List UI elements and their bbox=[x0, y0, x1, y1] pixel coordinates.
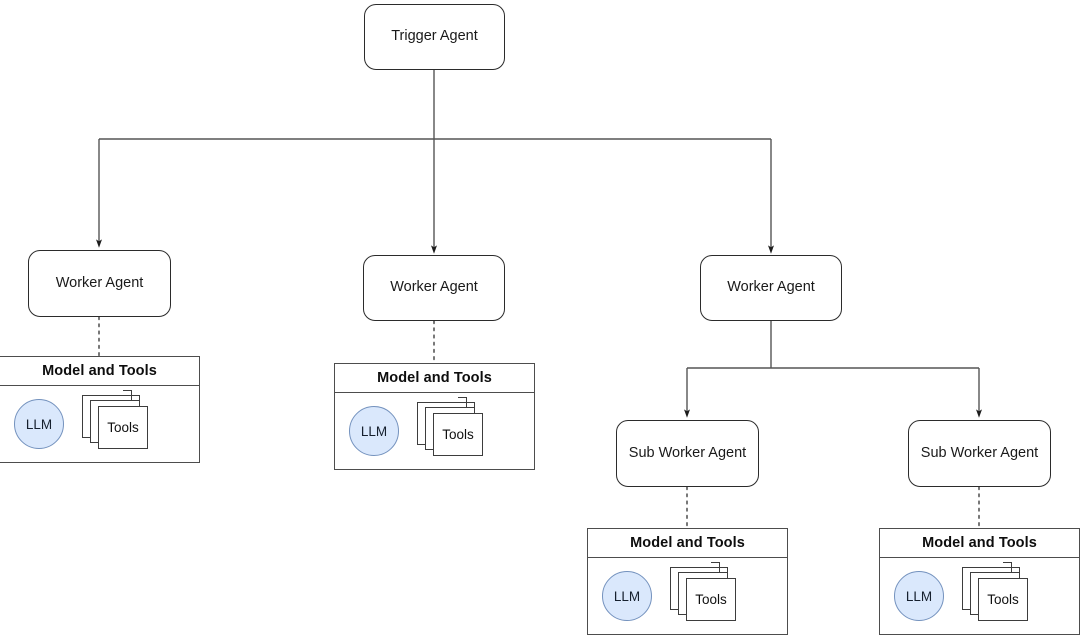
node-worker-agent-2[interactable]: Worker Agent bbox=[363, 255, 505, 321]
llm-label-1: LLM bbox=[25, 416, 53, 432]
llm-label-4: LLM bbox=[905, 588, 933, 604]
panel-3-body: LLM Tools bbox=[588, 558, 787, 634]
node-sub-worker-agent-1-label: Sub Worker Agent bbox=[628, 444, 747, 461]
node-worker-agent-3[interactable]: Worker Agent bbox=[700, 255, 842, 321]
tools-label-1: Tools bbox=[107, 420, 139, 435]
tools-label-4: Tools bbox=[987, 592, 1019, 607]
node-worker-agent-2-label: Worker Agent bbox=[390, 279, 478, 296]
llm-circle-4: LLM bbox=[894, 571, 944, 621]
panel-model-and-tools-1: Model and Tools LLM Tools bbox=[0, 356, 200, 463]
tools-stack-icon-3: Tools bbox=[670, 562, 742, 625]
panel-1-body: LLM Tools bbox=[0, 386, 199, 462]
node-worker-agent-3-label: Worker Agent bbox=[727, 279, 815, 296]
node-trigger-agent-label: Trigger Agent bbox=[391, 28, 478, 45]
llm-label-3: LLM bbox=[613, 588, 641, 604]
tools-stack-icon-2: Tools bbox=[417, 397, 489, 460]
node-sub-worker-agent-2[interactable]: Sub Worker Agent bbox=[908, 420, 1051, 487]
tools-tab-icon bbox=[711, 562, 720, 571]
panel-model-and-tools-3: Model and Tools LLM Tools bbox=[587, 528, 788, 635]
tools-stack-icon-4: Tools bbox=[962, 562, 1034, 625]
tools-card-front-icon bbox=[978, 578, 1028, 621]
tools-tab-icon bbox=[466, 402, 475, 411]
tools-tab-icon bbox=[458, 397, 467, 406]
llm-circle-2: LLM bbox=[349, 406, 399, 456]
node-sub-worker-agent-2-label: Sub Worker Agent bbox=[920, 444, 1039, 461]
panel-model-and-tools-2: Model and Tools LLM Tools bbox=[334, 363, 535, 470]
llm-circle-1: LLM bbox=[14, 399, 64, 449]
tools-card-front-icon bbox=[98, 406, 148, 449]
panel-3-header: Model and Tools bbox=[588, 529, 787, 558]
node-sub-worker-agent-1[interactable]: Sub Worker Agent bbox=[616, 420, 759, 487]
panel-model-and-tools-4: Model and Tools LLM Tools bbox=[879, 528, 1080, 635]
tools-tab-icon bbox=[131, 395, 140, 404]
node-worker-agent-1[interactable]: Worker Agent bbox=[28, 250, 171, 317]
tools-stack-icon-1: Tools bbox=[82, 390, 154, 453]
tools-tab-icon bbox=[719, 567, 728, 576]
tools-tab-icon bbox=[123, 390, 132, 399]
node-trigger-agent[interactable]: Trigger Agent bbox=[364, 4, 505, 70]
panel-1-header: Model and Tools bbox=[0, 357, 199, 386]
llm-circle-3: LLM bbox=[602, 571, 652, 621]
panel-4-header: Model and Tools bbox=[880, 529, 1079, 558]
panel-2-header: Model and Tools bbox=[335, 364, 534, 393]
panel-2-body: LLM Tools bbox=[335, 393, 534, 469]
tools-card-front-icon bbox=[686, 578, 736, 621]
tools-label-2: Tools bbox=[442, 427, 474, 442]
tools-tab-icon bbox=[1003, 562, 1012, 571]
node-worker-agent-1-label: Worker Agent bbox=[55, 274, 144, 291]
tools-card-front-icon bbox=[433, 413, 483, 456]
panel-4-body: LLM Tools bbox=[880, 558, 1079, 634]
llm-label-2: LLM bbox=[360, 423, 388, 439]
tools-label-3: Tools bbox=[695, 592, 727, 607]
tools-tab-icon bbox=[1011, 567, 1020, 576]
